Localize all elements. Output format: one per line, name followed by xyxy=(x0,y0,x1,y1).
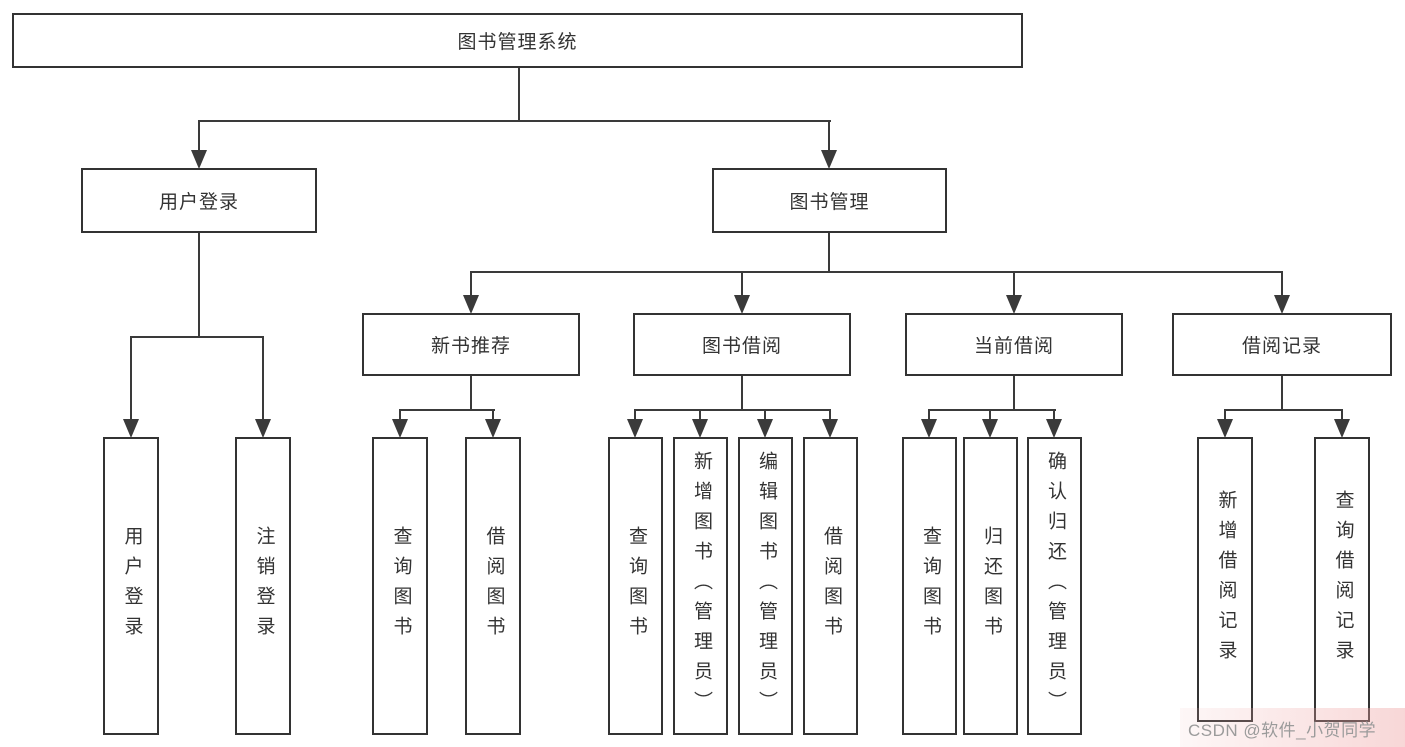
node-label: 图书借阅 xyxy=(701,336,782,357)
leaf-label: 确认归还（管理员） xyxy=(1044,451,1066,721)
leaf-label: 查询图书 xyxy=(919,526,941,646)
connector-line xyxy=(198,233,200,337)
arrowhead-icon xyxy=(982,419,998,438)
leaf-query-borrow-record: 查询借阅记录 xyxy=(1314,437,1370,722)
connector-line xyxy=(1013,376,1015,411)
arrowhead-icon xyxy=(255,419,271,438)
connector-line xyxy=(829,409,831,421)
arrowhead-icon xyxy=(627,419,643,438)
arrowhead-icon xyxy=(485,419,501,438)
connector-line xyxy=(634,409,831,411)
leaf-label: 用户登录 xyxy=(121,526,143,646)
connector-line xyxy=(741,271,743,297)
connector-line xyxy=(1013,271,1015,297)
watermark-text: CSDN @软件_小贺同学 xyxy=(1188,721,1377,740)
connector-line xyxy=(399,409,401,421)
node-book-management: 图书管理 xyxy=(712,168,947,233)
node-user-login: 用户登录 xyxy=(81,168,317,233)
arrowhead-icon xyxy=(757,419,773,438)
connector-line xyxy=(130,336,132,420)
leaf-label: 借阅图书 xyxy=(820,526,842,646)
leaf-label: 编辑图书（管理员） xyxy=(755,451,777,721)
connector-line xyxy=(198,120,831,122)
arrowhead-icon xyxy=(123,419,139,438)
arrowhead-icon xyxy=(692,419,708,438)
connector-line xyxy=(470,376,472,411)
node-label: 借阅记录 xyxy=(1241,336,1322,357)
leaf-borrow-books: 借阅图书 xyxy=(803,437,858,735)
arrowhead-icon xyxy=(921,419,937,438)
leaf-add-books-admin: 新增图书（管理员） xyxy=(673,437,728,735)
node-library-system: 图书管理系统 xyxy=(12,13,1023,68)
leaf-query-books-current: 查询图书 xyxy=(902,437,957,735)
connector-line xyxy=(1281,376,1283,411)
connector-line xyxy=(470,271,1283,273)
node-label: 新书推荐 xyxy=(430,336,511,357)
arrowhead-icon xyxy=(1334,419,1350,438)
arrowhead-icon xyxy=(821,150,837,169)
node-label: 图书管理 xyxy=(789,192,870,213)
node-borrowing-records: 借阅记录 xyxy=(1172,313,1392,376)
leaf-borrow-books-recommend: 借阅图书 xyxy=(465,437,521,735)
node-label: 图书管理系统 xyxy=(457,32,578,53)
node-label: 用户登录 xyxy=(158,192,239,213)
arrowhead-icon xyxy=(1217,419,1233,438)
connector-line xyxy=(1224,409,1343,411)
leaf-query-books-recommend: 查询图书 xyxy=(372,437,428,735)
connector-line xyxy=(699,409,701,421)
arrowhead-icon xyxy=(392,419,408,438)
leaf-add-borrow-record: 新增借阅记录 xyxy=(1197,437,1253,722)
arrowhead-icon xyxy=(1006,295,1022,314)
connector-line xyxy=(1281,271,1283,297)
connector-line xyxy=(130,336,264,338)
connector-line xyxy=(828,233,830,272)
leaf-label: 新增借阅记录 xyxy=(1215,489,1237,670)
connector-line xyxy=(928,409,1056,411)
arrowhead-icon xyxy=(1046,419,1062,438)
node-label: 当前借阅 xyxy=(973,336,1054,357)
arrowhead-icon xyxy=(734,295,750,314)
connector-line xyxy=(518,68,520,122)
connector-line xyxy=(198,120,200,152)
connector-line xyxy=(764,409,766,421)
connector-line xyxy=(1053,409,1055,421)
node-current-borrowing: 当前借阅 xyxy=(905,313,1123,376)
leaf-edit-books-admin: 编辑图书（管理员） xyxy=(738,437,793,735)
leaf-query-books-borrowing: 查询图书 xyxy=(608,437,663,735)
leaf-label: 查询借阅记录 xyxy=(1332,489,1354,670)
leaf-label: 借阅图书 xyxy=(483,526,505,646)
node-new-book-recommend: 新书推荐 xyxy=(362,313,580,376)
connector-line xyxy=(989,409,991,421)
leaf-confirm-return-admin: 确认归还（管理员） xyxy=(1027,437,1082,735)
leaf-label: 新增图书（管理员） xyxy=(690,451,712,721)
connector-line xyxy=(399,409,495,411)
connector-line xyxy=(1341,409,1343,421)
connector-line xyxy=(741,376,743,411)
connector-line xyxy=(262,336,264,420)
leaf-logout: 注销登录 xyxy=(235,437,291,735)
arrowhead-icon xyxy=(191,150,207,169)
leaf-label: 归还图书 xyxy=(980,526,1002,646)
arrowhead-icon xyxy=(822,419,838,438)
connector-line xyxy=(828,120,830,152)
arrowhead-icon xyxy=(1274,295,1290,314)
connector-line xyxy=(1224,409,1226,421)
arrowhead-icon xyxy=(463,295,479,314)
connector-line xyxy=(634,409,636,421)
leaf-user-login: 用户登录 xyxy=(103,437,159,735)
leaf-label: 查询图书 xyxy=(625,526,647,646)
leaf-label: 注销登录 xyxy=(253,526,275,646)
leaf-return-books: 归还图书 xyxy=(963,437,1018,735)
node-book-borrowing: 图书借阅 xyxy=(633,313,851,376)
connector-line xyxy=(928,409,930,421)
leaf-label: 查询图书 xyxy=(390,526,412,646)
connector-line xyxy=(470,271,472,297)
connector-line xyxy=(492,409,494,421)
